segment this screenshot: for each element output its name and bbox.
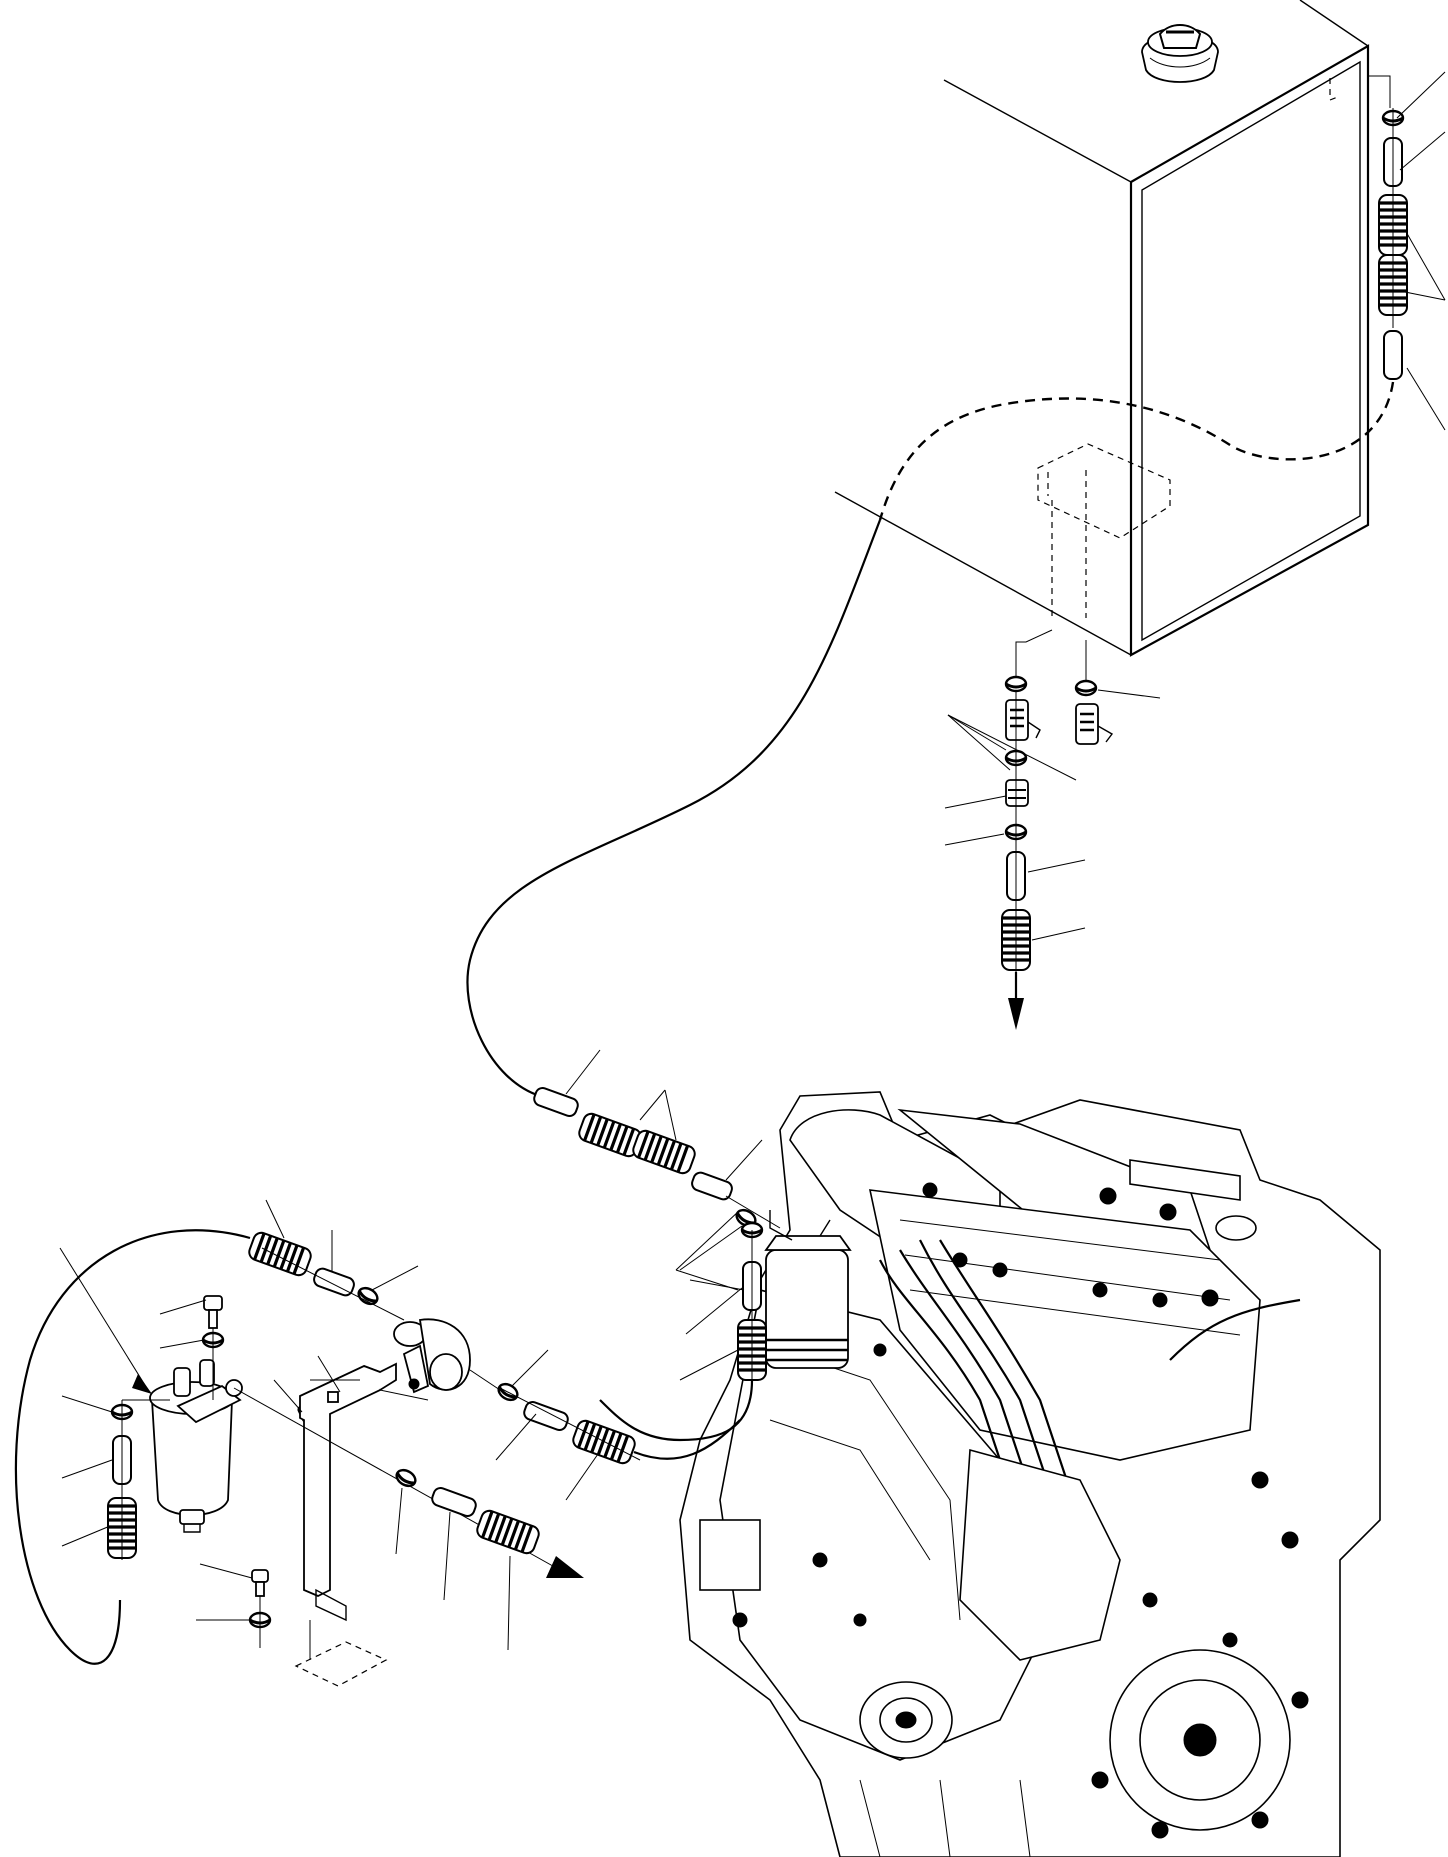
oil-filler-cap	[1215, 1215, 1257, 1241]
engine-filter-hose	[599, 1221, 768, 1442]
tank-outlet-leader	[1015, 629, 1053, 676]
lower-bracket-bolt	[248, 1569, 272, 1648]
tank-drain-fittings	[1000, 675, 1114, 1030]
tank-top-right-edge	[1299, 0, 1369, 47]
tank-return-line	[1368, 75, 1391, 108]
engine-fuel-filter	[764, 1210, 852, 1369]
tank-front-inner-edge	[1141, 60, 1361, 642]
tank-top-back-edge	[943, 79, 1132, 183]
separator-bracket	[299, 1362, 397, 1622]
engine-bolts	[732, 1182, 1309, 1839]
shut-off-valve-right	[1075, 703, 1114, 745]
filter-outlet-hose	[599, 1379, 754, 1442]
filler-cap	[1141, 24, 1219, 83]
adapter-fitting	[1005, 779, 1029, 807]
tank-right-leaders	[1396, 71, 1446, 431]
upper-left-hose-assembly	[245, 1228, 405, 1321]
tank-hidden-outlet	[1329, 78, 1341, 101]
fuel-strainer	[393, 1318, 501, 1394]
tank-bottom-leaders	[944, 689, 1161, 941]
oil-filter	[859, 1681, 953, 1759]
shut-off-valve-left	[1005, 699, 1041, 741]
separator-bolt	[201, 1295, 225, 1400]
water-separator	[149, 1359, 243, 1533]
mid-hose-leaders	[565, 1049, 763, 1291]
separator-return-hose	[14, 1229, 251, 1665]
return-hose-assembly	[1377, 108, 1409, 380]
name-plate	[1129, 1159, 1241, 1201]
separator-left-hose	[106, 1399, 170, 1560]
flow-arrow-down	[1008, 998, 1024, 1030]
left-to-engine-hose	[494, 1379, 741, 1468]
mid-hose-assembly	[533, 1086, 781, 1231]
engine-filter-leaders	[679, 1225, 745, 1381]
left-leaders	[59, 1199, 599, 1651]
timing-gear	[1109, 1649, 1291, 1831]
supply-hose	[466, 519, 882, 1098]
separator-outlet-hose	[233, 1387, 584, 1578]
engine	[679, 1091, 1381, 1857]
dipstick	[1169, 1298, 1301, 1361]
engine-feed-hose	[633, 1419, 741, 1460]
return-line-hidden	[878, 381, 1395, 521]
flywheel-flange	[699, 1519, 761, 1591]
tank-access-plate	[1037, 443, 1171, 539]
flow-arrow-right	[546, 1556, 584, 1578]
tank-front-panel	[1129, 44, 1370, 657]
fuel-tank	[834, 0, 1391, 657]
tank-bottom-edge	[834, 491, 1132, 656]
mount-plate	[294, 1641, 388, 1687]
